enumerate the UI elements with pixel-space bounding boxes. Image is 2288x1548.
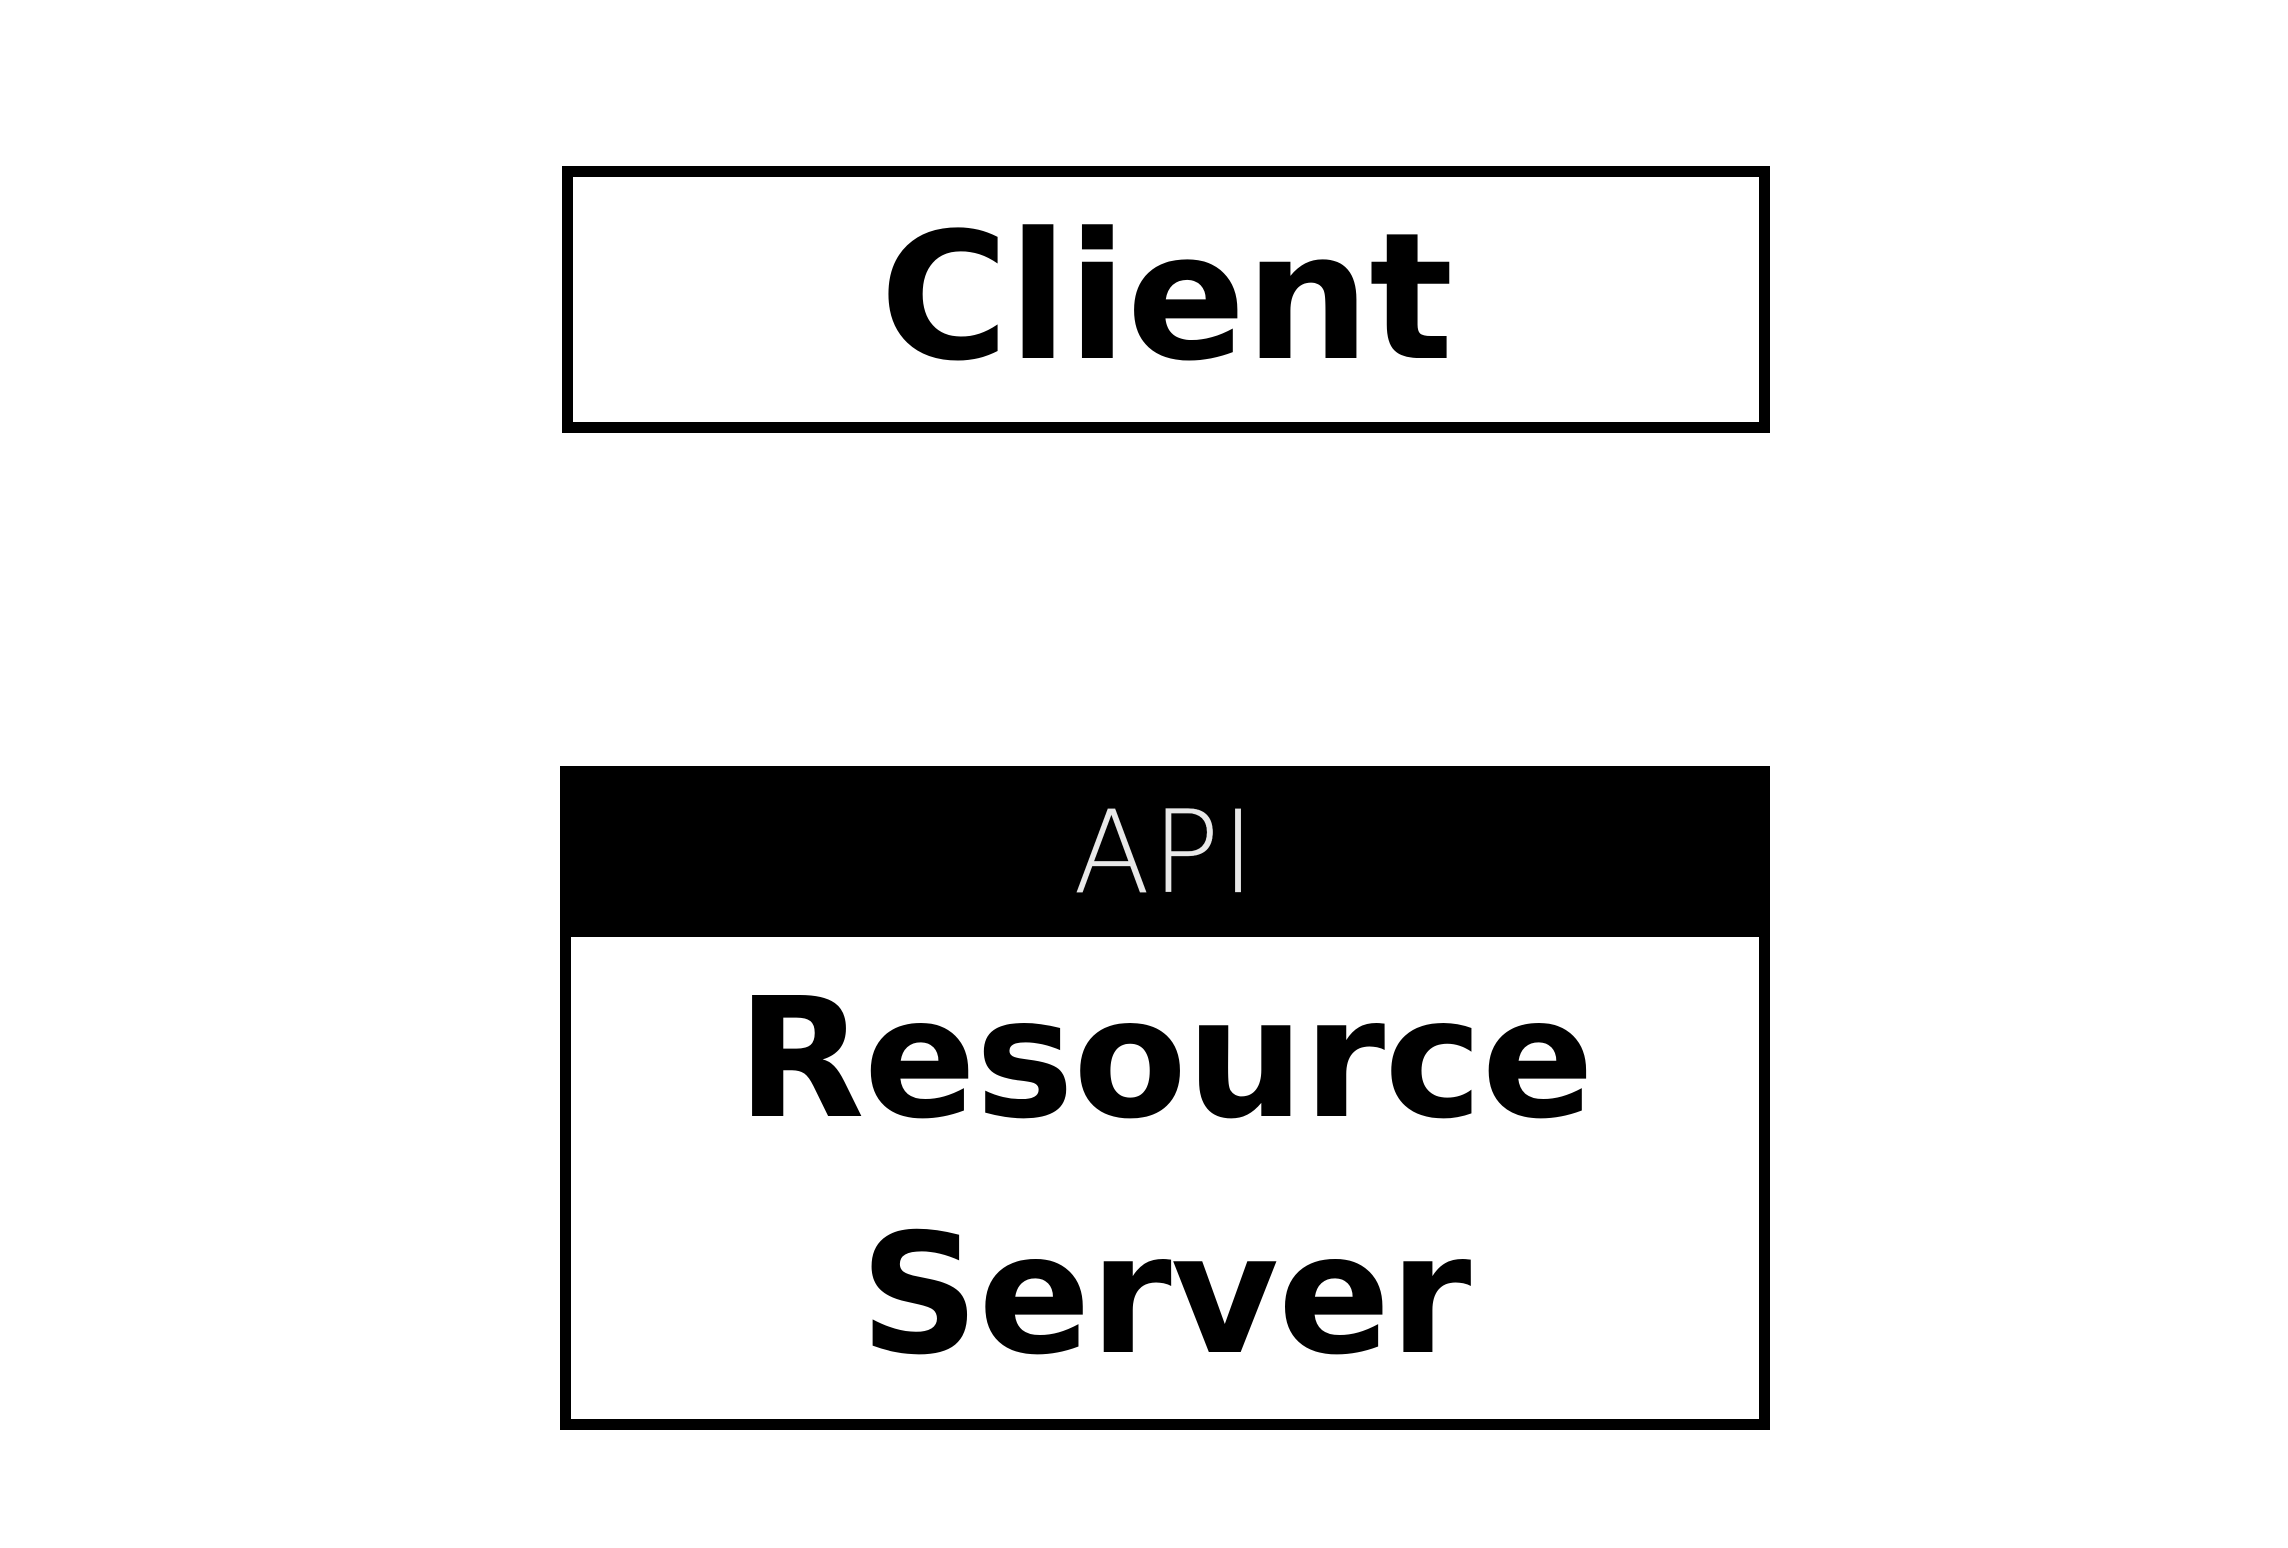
resource-server-body: Resource Server bbox=[560, 937, 1770, 1430]
api-header-band: API bbox=[560, 766, 1770, 937]
client-node-label: Client bbox=[879, 194, 1454, 400]
resource-server-node[interactable]: API Resource Server bbox=[560, 766, 1770, 1430]
api-header-label: API bbox=[1073, 786, 1257, 919]
resource-server-label-line-1: Resource bbox=[736, 963, 1594, 1157]
client-node[interactable]: Client bbox=[562, 166, 1770, 433]
resource-server-label-line-2: Server bbox=[859, 1199, 1472, 1392]
